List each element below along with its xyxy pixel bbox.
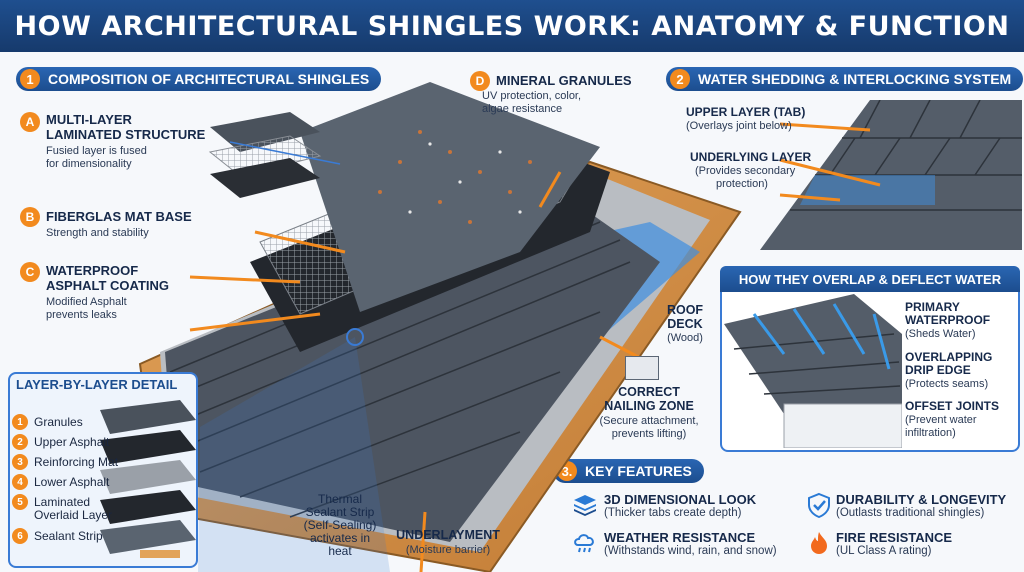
feature-4-desc: (UL Class A rating) xyxy=(836,545,932,557)
laminated-sample xyxy=(210,112,320,152)
overlap-2-desc: (Protects seams) xyxy=(905,378,989,390)
underlying-layer-title: UNDERLYING LAYER xyxy=(690,150,812,164)
feature-4-title: FIRE RESISTANCE xyxy=(836,530,953,545)
feature-2-title: DURABILITY & LONGEVITY xyxy=(836,492,1007,507)
layer-a-title-1: MULTI-LAYER xyxy=(46,112,132,127)
title-bar: HOW ARCHITECTURAL SHINGLES WORK: ANATOMY… xyxy=(0,0,1024,52)
thermal-l1: Thermal xyxy=(317,492,362,506)
feature-2-desc: (Outlasts traditional shingles) xyxy=(836,507,985,519)
roof-deck-desc: (Wood) xyxy=(667,332,703,344)
granule-dots-light xyxy=(408,142,522,214)
layers-icon xyxy=(574,495,596,516)
upper-layer-desc: (Overlays joint below) xyxy=(686,120,792,132)
underlayment-desc: (Moisture barrier) xyxy=(405,544,491,556)
section-1-label: COMPOSITION OF ARCHITECTURAL SHINGLES xyxy=(48,71,370,87)
lower-shingle-field xyxy=(165,192,660,542)
layer-b-desc: Strength and stability xyxy=(46,227,149,239)
overlap-2-title-1: OVERLAPPING xyxy=(905,350,993,364)
flame-icon xyxy=(811,532,827,554)
section-2-header: 2 WATER SHEDDING & INTERLOCKING SYSTEM xyxy=(666,67,1024,91)
nailing-title-2: NAILING ZONE xyxy=(604,399,694,413)
magnifier-ring xyxy=(346,328,364,346)
underlying-layer-desc-2: protection) xyxy=(716,178,768,190)
section-3-label: KEY FEATURES xyxy=(585,463,692,479)
overlap-2-title-2: DRIP EDGE xyxy=(905,363,971,377)
granule-layer xyxy=(300,82,600,312)
section-2-number: 2 xyxy=(670,69,690,89)
thermal-l5: heat xyxy=(328,544,352,558)
section-1-number: 1 xyxy=(20,69,40,89)
layer-c-title-1: WATERPROOF xyxy=(46,263,139,278)
layer-a-title-2: LAMINATED STRUCTURE xyxy=(46,127,206,142)
overlap-3-desc-1: (Prevent water xyxy=(905,414,977,426)
letter-d-badge: D xyxy=(470,71,490,91)
rain-cloud-icon xyxy=(574,534,594,553)
letter-b-badge: B xyxy=(20,207,40,227)
overlap-3-desc-2: infiltration) xyxy=(905,427,956,439)
layer-a-desc-2: for dimensionality xyxy=(46,158,132,170)
letter-a-badge: A xyxy=(20,112,40,132)
layer-c-desc-2: prevents leaks xyxy=(46,309,117,321)
layer-d-desc-2: algae resistance xyxy=(482,103,563,115)
underlayment-title: UNDERLAYMENT xyxy=(396,528,500,542)
overlap-1-desc: (Sheds Water) xyxy=(905,328,976,340)
feature-1-desc: (Thicker tabs create depth) xyxy=(604,507,742,519)
upper-layer-title: UPPER LAYER (TAB) xyxy=(686,105,806,119)
thermal-l4: activates in xyxy=(309,531,371,545)
overlap-1-title-1: PRIMARY xyxy=(905,300,960,314)
nail-gun-icon xyxy=(625,356,659,380)
layer-detail-title: LAYER-BY-LAYER DETAIL xyxy=(16,377,178,392)
roof-deck-title-2: DECK xyxy=(667,317,703,331)
letter-c-badge: C xyxy=(20,262,40,282)
granule-dots xyxy=(378,130,532,224)
nailing-title-1: CORRECT xyxy=(618,385,680,399)
layer-d-desc-1: UV protection, color, xyxy=(482,90,582,102)
layer-d-title: MINERAL GRANULES xyxy=(496,73,632,88)
feature-3-desc: (Withstands wind, rain, and snow) xyxy=(604,545,777,557)
section-3-header: 3. KEY FEATURES xyxy=(553,459,704,483)
thermal-l3: (Self-Sealing) xyxy=(303,518,377,532)
overlap-3-title: OFFSET JOINTS xyxy=(905,399,1000,413)
nailing-desc-2: prevents lifting) xyxy=(611,428,687,440)
shingle-illustration xyxy=(138,82,742,572)
overlap-1-title-2: WATERPROOF xyxy=(905,313,991,327)
detail-item-5-line2: Overlaid Layer xyxy=(34,508,113,522)
section-1-header: 1 COMPOSITION OF ARCHITECTURAL SHINGLES xyxy=(16,67,382,91)
thermal-l2: Sealant Strip xyxy=(305,505,375,519)
layer-a-desc-1: Fusied layer is fused xyxy=(46,145,147,157)
underlying-layer-desc-1: (Provides secondary xyxy=(695,165,796,177)
feature-3-title: WEATHER RESISTANCE xyxy=(604,530,756,545)
layer-c-desc-1: Modified Asphalt xyxy=(46,296,127,308)
feature-1-title: 3D DIMENSIONAL LOOK xyxy=(604,492,757,507)
water-shedding-illustration xyxy=(760,100,1022,250)
page-title: HOW ARCHITECTURAL SHINGLES WORK: ANATOMY… xyxy=(14,10,1010,42)
shield-check-icon xyxy=(808,492,830,518)
section-2-label: WATER SHEDDING & INTERLOCKING SYSTEM xyxy=(698,71,1012,87)
layer-b-title: FIBERGLAS MAT BASE xyxy=(46,209,192,224)
layer-detail-illustration xyxy=(100,400,196,558)
layer-c-title-2: ASPHALT COATING xyxy=(46,278,170,293)
roof-deck-title-1: ROOF xyxy=(666,303,704,317)
overlap-illustration xyxy=(724,294,902,448)
overlap-title: HOW THEY OVERLAP & DEFLECT WATER xyxy=(720,266,1020,292)
nailing-desc-1: (Secure attachment, xyxy=(599,415,699,427)
